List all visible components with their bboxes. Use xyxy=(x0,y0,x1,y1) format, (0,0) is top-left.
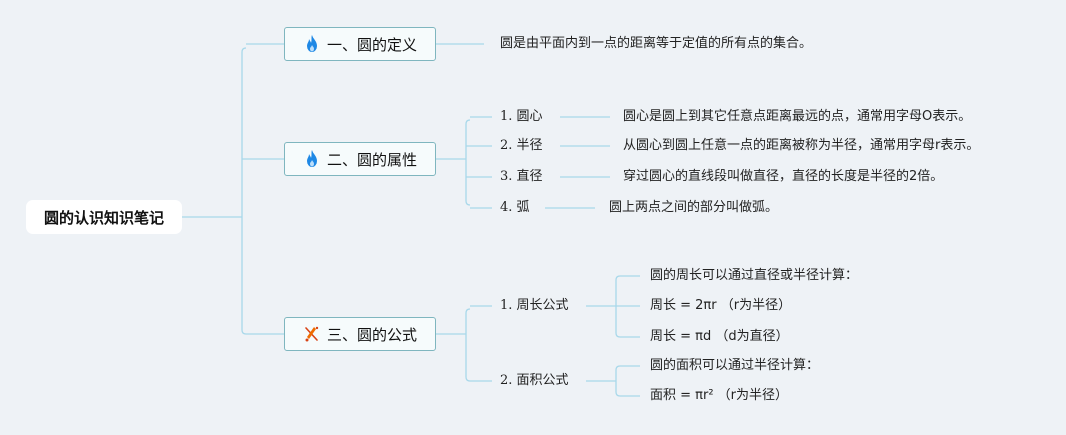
property-arc-detail: 圆上两点之间的部分叫做弧。 xyxy=(609,200,779,215)
tools-icon xyxy=(303,324,321,344)
formula-area-label[interactable]: 2. 面积公式 xyxy=(500,373,569,388)
formula-perimeter-diameter: 周长 = πd （d为直径） xyxy=(650,329,789,344)
connector-trunk xyxy=(241,47,247,335)
section-title: 三、圆的公式 xyxy=(326,325,417,344)
formula-area-intro: 圆的面积可以通过半径计算： xyxy=(650,358,820,373)
property-center-detail: 圆心是圆上到其它任意点距离最远的点，通常用字母O表示。 xyxy=(623,109,972,124)
property-center-label[interactable]: 1. 圆心 xyxy=(500,109,543,124)
fire-icon xyxy=(303,149,321,169)
connector-sec3-branch xyxy=(465,308,471,382)
definition-text: 圆是由平面内到一点的距离等于定值的所有点的集合。 xyxy=(500,36,813,51)
root-node[interactable]: 圆的认识知识笔记 xyxy=(26,200,182,234)
formula-area-radius: 面积 = πr² （r为半径） xyxy=(650,388,789,403)
root-title: 圆的认识知识笔记 xyxy=(43,208,164,227)
property-radius-label[interactable]: 2. 半径 xyxy=(500,138,543,153)
section-formulas-node[interactable]: 三、圆的公式 xyxy=(284,317,436,351)
section-definition-node[interactable]: 一、圆的定义 xyxy=(284,27,436,61)
section-properties-node[interactable]: 二、圆的属性 xyxy=(284,142,436,176)
property-diameter-label[interactable]: 3. 直径 xyxy=(500,169,543,184)
property-diameter-detail: 穿过圆心的直线段叫做直径，直径的长度是半径的2倍。 xyxy=(623,169,944,184)
connector-sec2-branch xyxy=(465,119,471,206)
property-radius-detail: 从圆心到圆上任意一点的距离被称为半径，通常用字母r表示。 xyxy=(623,138,980,153)
section-title: 一、圆的定义 xyxy=(326,35,417,54)
connector-area-branch xyxy=(615,365,621,397)
fire-icon xyxy=(303,34,321,54)
property-arc-label[interactable]: 4. 弧 xyxy=(500,200,530,215)
formula-perimeter-label[interactable]: 1. 周长公式 xyxy=(500,298,569,313)
section-title: 二、圆的属性 xyxy=(326,150,417,169)
formula-perimeter-intro: 圆的周长可以通过直径或半径计算： xyxy=(650,268,859,283)
formula-perimeter-radius: 周长 = 2πr （r为半径） xyxy=(650,298,792,313)
